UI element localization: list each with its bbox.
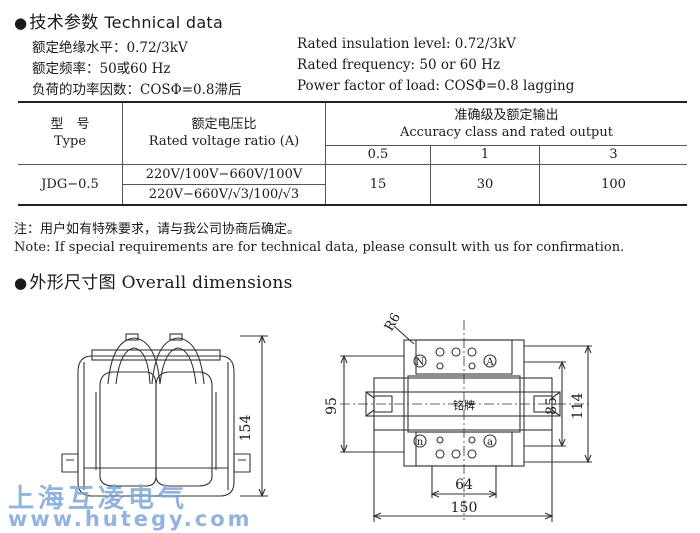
ratio-part: 3/100/ xyxy=(240,186,283,202)
section-heading-technical-data: ●技术参数 Technical data xyxy=(14,8,223,33)
sqrt-icon: √ xyxy=(282,186,291,202)
terminal-label-N: N xyxy=(416,357,425,368)
table-row: JDG−0.5 220V/100V−660V/100V 15 30 100 xyxy=(18,163,687,206)
ratio-cell: 220V−660V/√3/100/√3 xyxy=(122,183,326,206)
dim-label-154: 154 xyxy=(238,415,254,442)
note-en: Note: If special requirements are for te… xyxy=(14,240,625,255)
dimension-150-lines xyxy=(372,430,554,522)
output-cell: 100 xyxy=(539,163,687,206)
side-view-drawing xyxy=(61,333,251,497)
dim-label-64: 64 xyxy=(455,477,473,493)
front-view-drawing xyxy=(340,320,590,520)
param-cn-insulation: 额定绝缘水平：0.72/3kV xyxy=(32,40,188,56)
watermark-url: www.hutegy.com xyxy=(8,507,253,531)
ratio-cell: 220V/100V−660V/100V xyxy=(122,163,326,185)
heading-en: Technical data xyxy=(104,13,224,32)
bullet-icon: ● xyxy=(14,274,28,292)
header-accuracy-cn: 准确级及额定输出 xyxy=(454,107,559,123)
terminal-label-a: a xyxy=(487,437,493,448)
ratio-part: 3 xyxy=(290,186,300,202)
dimension-64-lines xyxy=(430,466,498,498)
section-heading-overall-dimensions: ●外形尺寸图 Overall dimensions xyxy=(14,268,293,293)
dimension-95-lines xyxy=(340,354,404,454)
param-en-insulation: Rated insulation level: 0.72/3kV xyxy=(297,36,516,52)
note-cn: 注：用户如有特殊要求，请与我公司协商后确定。 xyxy=(14,222,301,237)
header-ratio-en: Rated voltage ratio (A) xyxy=(148,134,300,150)
r6-leader xyxy=(393,325,415,345)
heading-en: Overall dimensions xyxy=(121,273,293,293)
output-cell: 15 xyxy=(325,163,431,206)
spec-table: 型 号 Type 额定电压比 Rated voltage ratio (A) 准… xyxy=(18,101,687,206)
param-cn-power-factor: 负荷的功率因数：COSΦ=0.8滞后 xyxy=(32,82,242,98)
heading-cn: 技术参数 xyxy=(29,13,99,33)
model-cell: JDG−0.5 xyxy=(18,163,123,206)
dim-label-114: 114 xyxy=(570,393,586,420)
header-ratio-cn: 额定电压比 xyxy=(191,117,257,133)
header-ratio: 额定电压比 Rated voltage ratio (A) xyxy=(122,101,326,165)
nameplate-label: 铭牌 xyxy=(453,398,475,412)
header-accuracy: 准确级及额定输出 Accuracy class and rated output xyxy=(325,101,687,146)
table-header-row: 型 号 Type 额定电压比 Rated voltage ratio (A) 准… xyxy=(18,101,687,165)
header-type-cn: 型 号 xyxy=(50,117,90,133)
dim-label-85: 85 xyxy=(544,397,560,415)
param-en-frequency: Rated frequency: 50 or 60 Hz xyxy=(297,57,501,73)
bullet-icon: ● xyxy=(14,14,28,32)
header-type-en: Type xyxy=(53,134,87,150)
heading-cn: 外形尺寸图 xyxy=(29,273,116,293)
param-en-power-factor: Power factor of load: COSΦ=0.8 lagging xyxy=(297,78,575,94)
dimension-85-lines xyxy=(524,360,566,448)
sqrt-icon: √ xyxy=(232,186,241,202)
dimension-114-lines xyxy=(524,344,592,464)
table-row: 220V−660V/√3/100/√3 xyxy=(18,183,687,206)
output-cell: 30 xyxy=(430,163,540,206)
watermark-company: 上海互凌电气 xyxy=(8,484,189,514)
ratio-part: 220V−660V/ xyxy=(148,186,233,202)
param-cn-frequency: 额定频率：50或60 Hz xyxy=(32,61,171,77)
header-accuracy-en: Accuracy class and rated output xyxy=(400,124,613,140)
terminal-label-A: A xyxy=(485,357,494,368)
dim-label-95: 95 xyxy=(324,397,340,415)
dim-label-150: 150 xyxy=(451,500,478,516)
dimension-154-lines xyxy=(240,334,268,498)
terminal-label-n: n xyxy=(417,437,424,448)
dim-label-r6: R6 xyxy=(382,311,404,334)
